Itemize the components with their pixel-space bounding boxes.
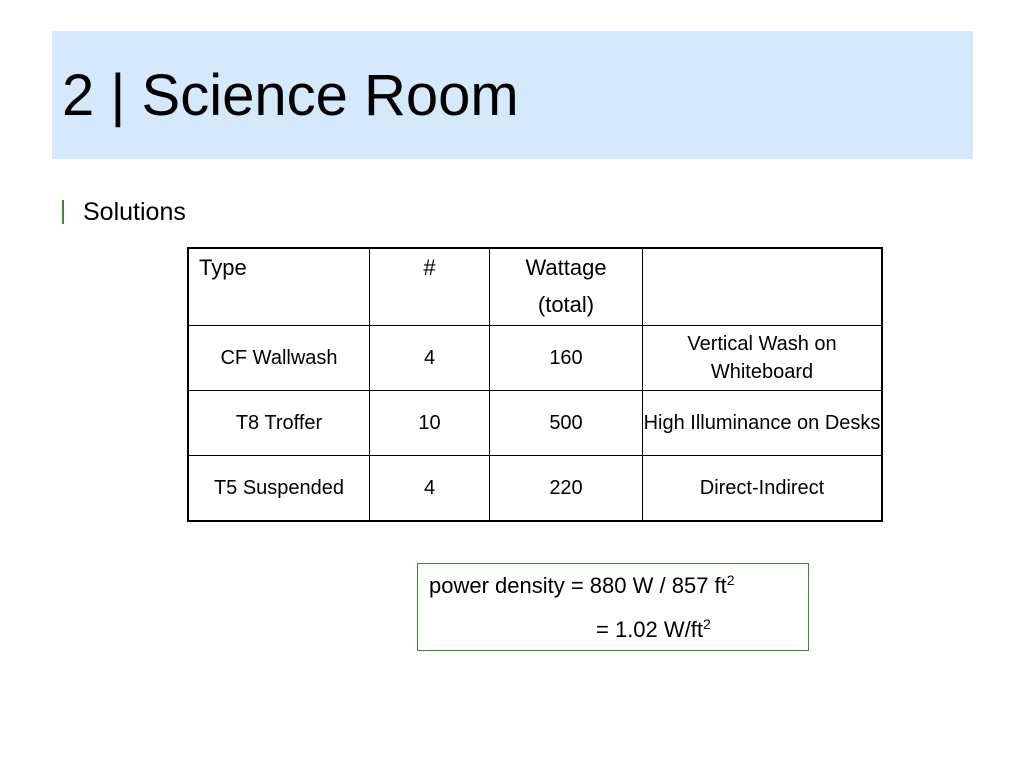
cell-wattage: 500 <box>489 390 643 456</box>
bullet-text: Solutions <box>83 198 186 226</box>
header-wattage-line1: Wattage <box>525 255 607 280</box>
table-row: T5 Suspended 4 220 Direct-Indirect <box>187 455 883 522</box>
bullet-item: Solutions <box>62 196 186 228</box>
bullet-marker-icon <box>62 200 64 224</box>
power-density-result: = 1.02 W/ft <box>596 617 703 642</box>
fixture-table: Type # Wattage (total) CF Wallwash 4 160… <box>187 247 883 522</box>
cell-type: CF Wallwash <box>187 325 370 391</box>
cell-type: T5 Suspended <box>187 455 370 522</box>
table-header-row: Type # Wattage (total) <box>187 247 883 326</box>
power-density-box: power density = 880 W / 857 ft2 = 1.02 W… <box>417 563 809 651</box>
cell-count: 10 <box>369 390 490 456</box>
header-wattage: Wattage (total) <box>489 247 643 326</box>
header-wattage-line2: (total) <box>537 292 595 317</box>
power-density-line1: power density = 880 W / 857 ft2 <box>429 573 735 599</box>
cell-count: 4 <box>369 325 490 391</box>
power-density-result-exponent: 2 <box>703 616 711 632</box>
power-density-formula: power density = 880 W / 857 ft <box>429 573 727 598</box>
power-density-line2: = 1.02 W/ft2 <box>596 617 711 643</box>
cell-wattage: 220 <box>489 455 643 522</box>
table-row: T8 Troffer 10 500 High Illuminance on De… <box>187 390 883 456</box>
cell-notes: Direct-Indirect <box>642 455 883 522</box>
table-row: CF Wallwash 4 160 Vertical Wash on White… <box>187 325 883 391</box>
cell-notes: Vertical Wash on Whiteboard <box>642 325 883 391</box>
cell-type: T8 Troffer <box>187 390 370 456</box>
header-type: Type <box>187 247 370 326</box>
cell-notes: High Illuminance on Desks <box>642 390 883 456</box>
cell-wattage: 160 <box>489 325 643 391</box>
header-count: # <box>369 247 490 326</box>
cell-count: 4 <box>369 455 490 522</box>
header-notes <box>642 247 883 326</box>
power-density-exponent: 2 <box>726 572 735 588</box>
slide-title: 2 | Science Room <box>62 63 519 128</box>
title-bar: 2 | Science Room <box>52 31 973 159</box>
